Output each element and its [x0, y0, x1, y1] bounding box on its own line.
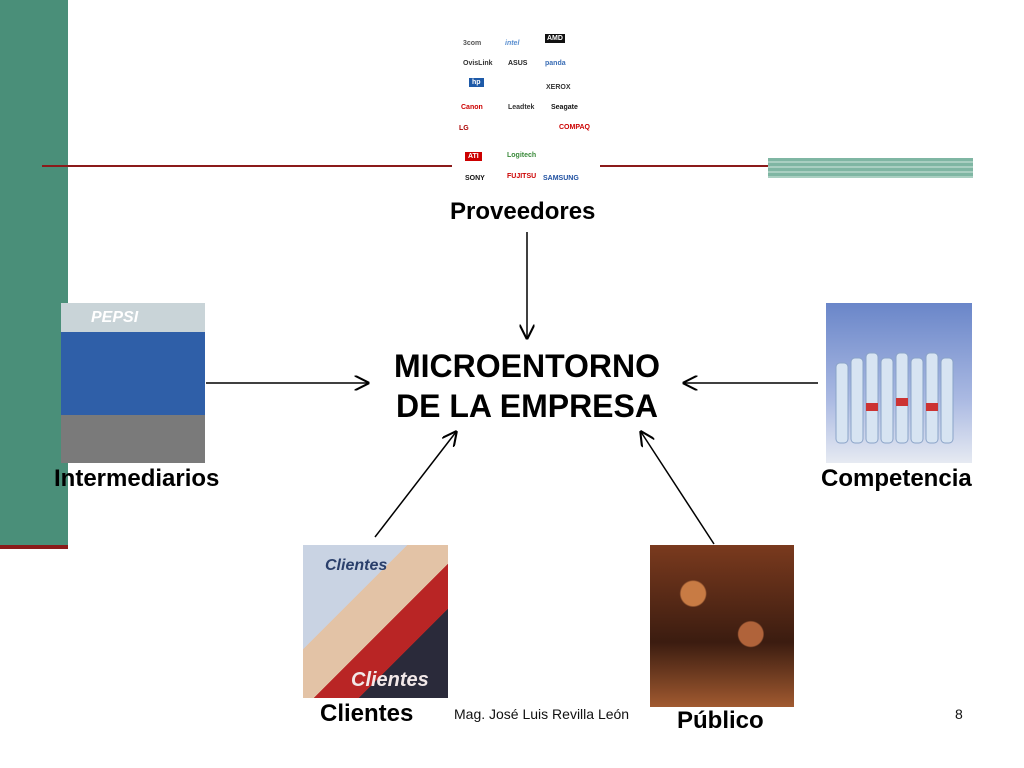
page-number: 8 — [955, 706, 963, 722]
logo-logitech: Logitech — [507, 152, 537, 159]
top-rule-left — [42, 165, 452, 167]
logo-leadtek: Leadtek — [508, 104, 535, 111]
node-label-proveedores: Proveedores — [450, 198, 596, 225]
logo-hp: hp — [469, 78, 484, 87]
logo-samsung: SAMSUNG — [543, 175, 579, 182]
logo-xerox: XEROX — [546, 84, 571, 91]
center-title: MICROENTORNO DE LA EMPRESA — [368, 346, 686, 426]
logo-amd: AMD — [545, 34, 565, 43]
logo-intel: intel — [505, 40, 520, 47]
bottles-illustration — [835, 352, 954, 444]
logo-lg: LG — [459, 125, 469, 132]
center-title-line2: DE LA EMPRESA — [396, 388, 658, 424]
logo-sony: SONY — [465, 175, 485, 182]
competencia-bottles-image — [826, 303, 972, 463]
node-label-clientes: Clientes — [320, 700, 414, 727]
arrow-clientes — [374, 432, 456, 538]
arrow-publico — [641, 432, 715, 545]
logo-ati: ATI — [465, 152, 482, 161]
logo-seagate: Seagate — [551, 104, 578, 111]
truck-image-text: PEPSI — [91, 309, 139, 326]
logo-compaq: COMPAQ — [559, 124, 590, 131]
node-label-competencia: Competencia — [821, 465, 972, 492]
intermediarios-truck-image: PEPSI — [61, 303, 205, 463]
top-right-accent-block — [768, 158, 973, 178]
left-sidebar-underline — [0, 545, 68, 549]
publico-crowd-image — [650, 545, 794, 707]
logo-canon: Canon — [461, 104, 483, 111]
logo-fujitsu: FUJITSU — [507, 173, 537, 180]
clients-image-top-text: Clientes — [325, 557, 388, 574]
clients-image-bottom-text: Clientes — [351, 669, 429, 691]
provider-logos-image: 3com intel AMD OvisLink ASUS panda hp XE… — [453, 28, 599, 192]
logo-asus: ASUS — [508, 60, 528, 67]
logo-ovislink: OvisLink — [463, 60, 493, 67]
center-title-line1: MICROENTORNO — [393, 348, 661, 384]
clientes-image: Clientes Clientes — [303, 545, 448, 698]
logo-panda: panda — [545, 60, 566, 67]
node-label-intermediarios: Intermediarios — [54, 465, 220, 492]
node-label-publico: Público — [677, 707, 764, 734]
logo-3com: 3com — [463, 40, 482, 47]
footer-author: Mag. José Luis Revilla León — [454, 706, 630, 722]
left-sidebar-bar — [0, 0, 68, 545]
